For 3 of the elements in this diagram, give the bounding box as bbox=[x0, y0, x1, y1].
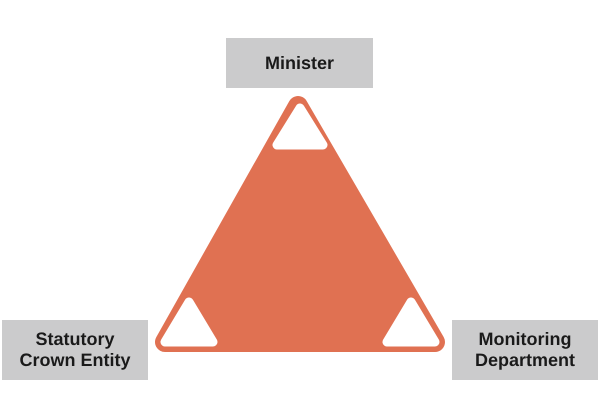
role-box: Statutory Crown Entity bbox=[2, 320, 148, 380]
role-box: Monitoring Department bbox=[452, 320, 598, 380]
role-box: Minister bbox=[226, 38, 373, 88]
